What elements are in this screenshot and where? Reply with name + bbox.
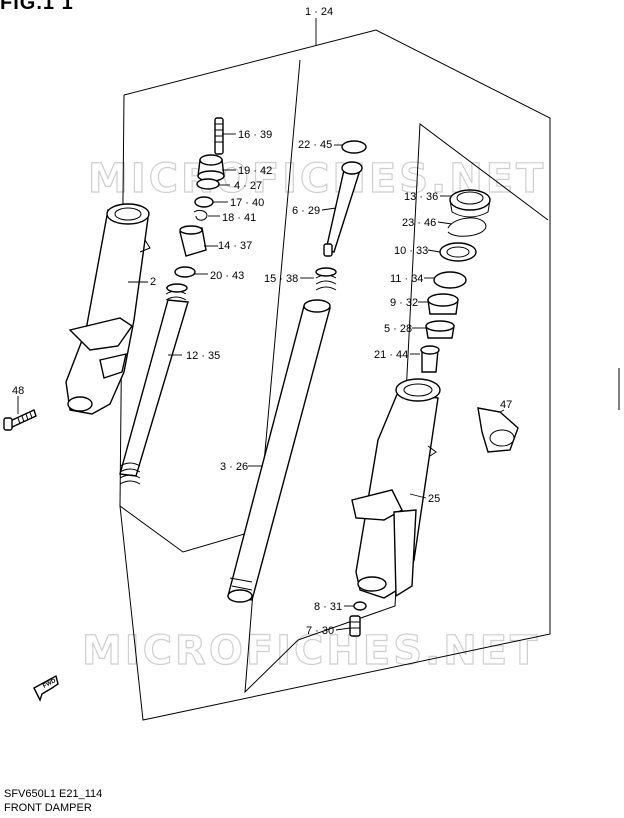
spring-15-38 xyxy=(315,267,337,291)
bush-9-32 xyxy=(427,293,459,315)
label-16-39: 16 · 39 xyxy=(238,129,272,141)
label-9-32: 9 · 32 xyxy=(390,297,418,309)
piece-21-44 xyxy=(420,345,440,373)
label-20-43: 20 · 43 xyxy=(210,270,244,282)
washer-8-31 xyxy=(353,601,367,611)
washer-17-40 xyxy=(194,196,214,208)
label-22-45: 22 · 45 xyxy=(298,139,332,151)
label-2: 2 xyxy=(150,276,156,288)
label-14-37: 14 · 37 xyxy=(218,240,252,252)
label-8-31: 8 · 31 xyxy=(314,601,342,613)
inner-tube-3-26 xyxy=(227,299,331,603)
label-5-28: 5 · 28 xyxy=(384,323,412,335)
label-19-42: 19 · 42 xyxy=(238,165,272,177)
bolt-48 xyxy=(3,409,37,431)
seal-22-45 xyxy=(341,140,367,154)
label-21-44: 21 · 44 xyxy=(374,349,408,361)
outer-tube-right xyxy=(351,378,441,599)
dust-seal-13-36 xyxy=(449,189,491,218)
inner-outline-middle xyxy=(119,59,301,553)
label-3-26: 3 · 26 xyxy=(220,461,248,473)
bolt-16-39 xyxy=(214,117,224,155)
watermark-bottom: MICROFICHES.NET xyxy=(82,628,540,674)
label-23-46: 23 · 46 xyxy=(402,217,436,229)
label-4-27: 4 · 27 xyxy=(234,180,262,192)
label-48: 48 xyxy=(12,385,24,397)
assembly-outline xyxy=(119,29,551,721)
washer-11-34 xyxy=(433,271,467,289)
label-1-24: 1 · 24 xyxy=(305,6,333,18)
label-17-40: 17 · 40 xyxy=(230,197,264,209)
fwd-arrow-icon: FWD xyxy=(33,674,59,702)
outer-tube-left xyxy=(65,203,151,415)
label-10-33: 10 · 33 xyxy=(394,245,428,257)
clip-18-41 xyxy=(193,209,208,221)
cap-19-42 xyxy=(197,154,225,182)
label-11-34: 11 · 34 xyxy=(390,273,423,285)
bolt-7-30 xyxy=(349,615,361,637)
inner-outline-right xyxy=(244,123,549,694)
figure-corner-label: FIG.1 1 xyxy=(0,0,74,14)
ring-20-43 xyxy=(174,266,196,278)
guard-47 xyxy=(477,407,519,453)
oil-seal-10-33 xyxy=(439,242,477,262)
label-6-29: 6 · 29 xyxy=(292,205,320,217)
spacer-14-37 xyxy=(179,225,207,257)
label-15-38: 15 · 38 xyxy=(264,273,298,285)
spring-12-35 xyxy=(119,283,189,485)
label-18-41: 18 · 41 xyxy=(222,212,256,224)
damper-rod-6-29 xyxy=(323,161,363,257)
leader-lines xyxy=(17,18,505,631)
label-13-36: 13 · 36 xyxy=(404,191,438,203)
label-47: 47 xyxy=(500,399,512,411)
o-ring-4-27 xyxy=(196,178,220,190)
footer-code: SFV650L1 E21_114 xyxy=(4,788,103,800)
circlip-23-46 xyxy=(447,217,487,237)
label-25: 25 xyxy=(428,493,440,505)
bush-5-28 xyxy=(425,320,455,339)
footer-title: FRONT DAMPER xyxy=(4,802,92,814)
label-7-30: 7 · 30 xyxy=(306,625,334,637)
label-12-35: 12 · 35 xyxy=(186,350,220,362)
